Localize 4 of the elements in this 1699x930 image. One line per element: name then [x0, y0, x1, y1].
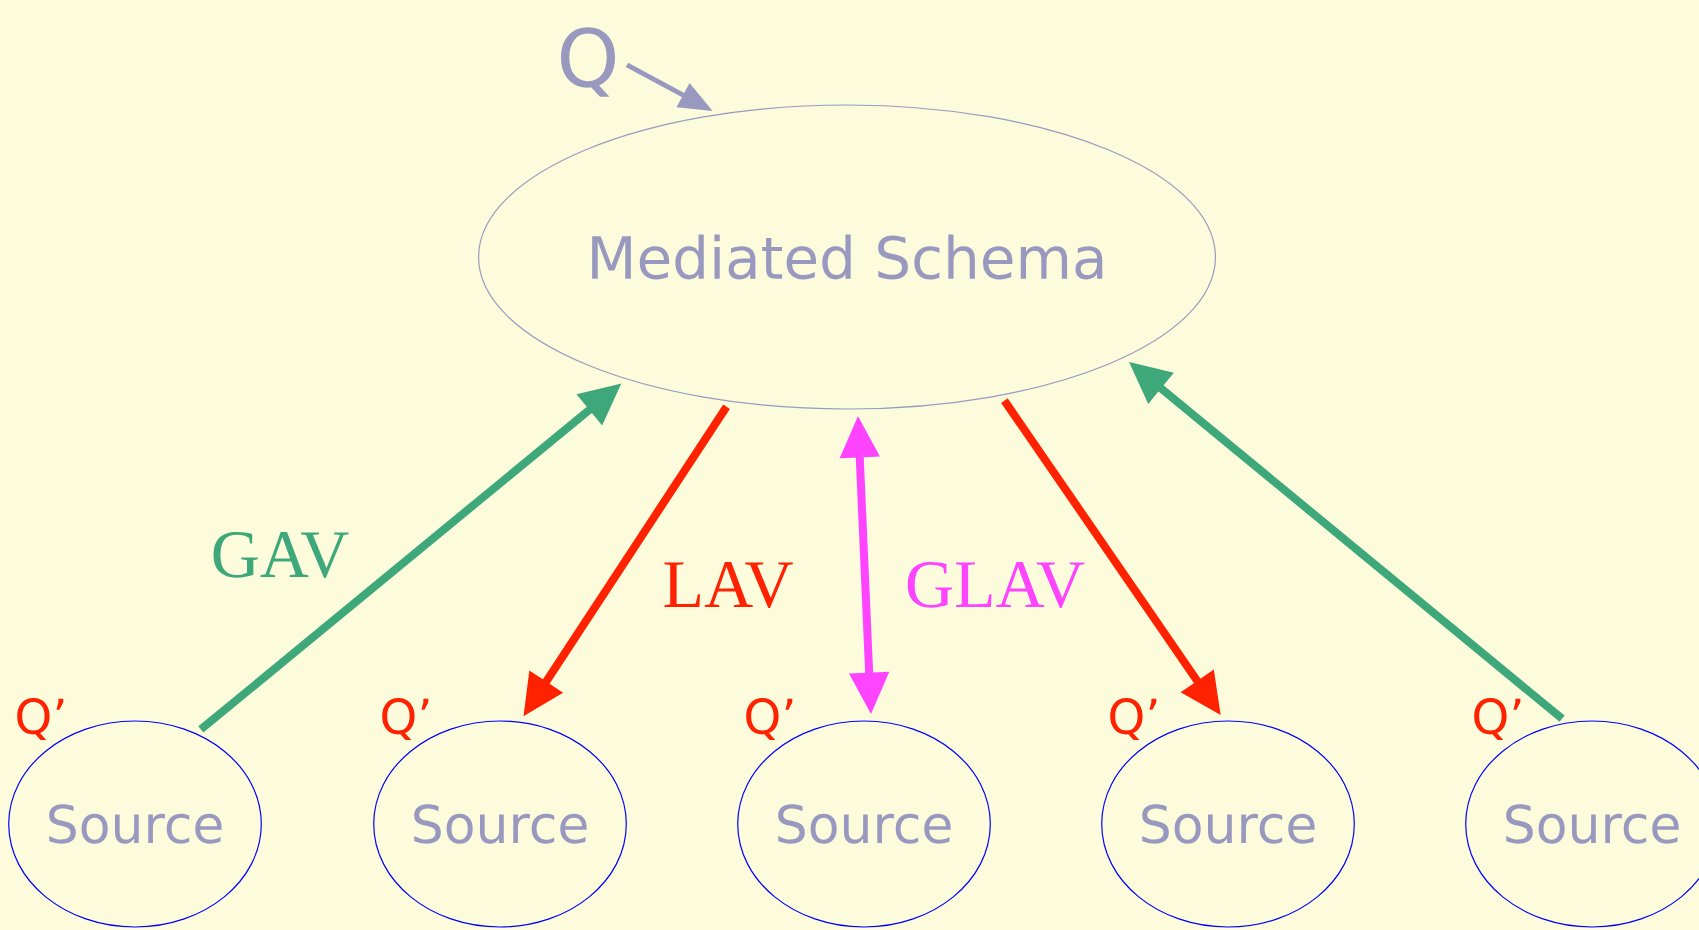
edge-label: GAV [208, 530, 352, 581]
edge-label: GLAV [902, 560, 1088, 611]
edge-label: LAV [660, 560, 796, 610]
query-label: Q [561, 27, 615, 97]
